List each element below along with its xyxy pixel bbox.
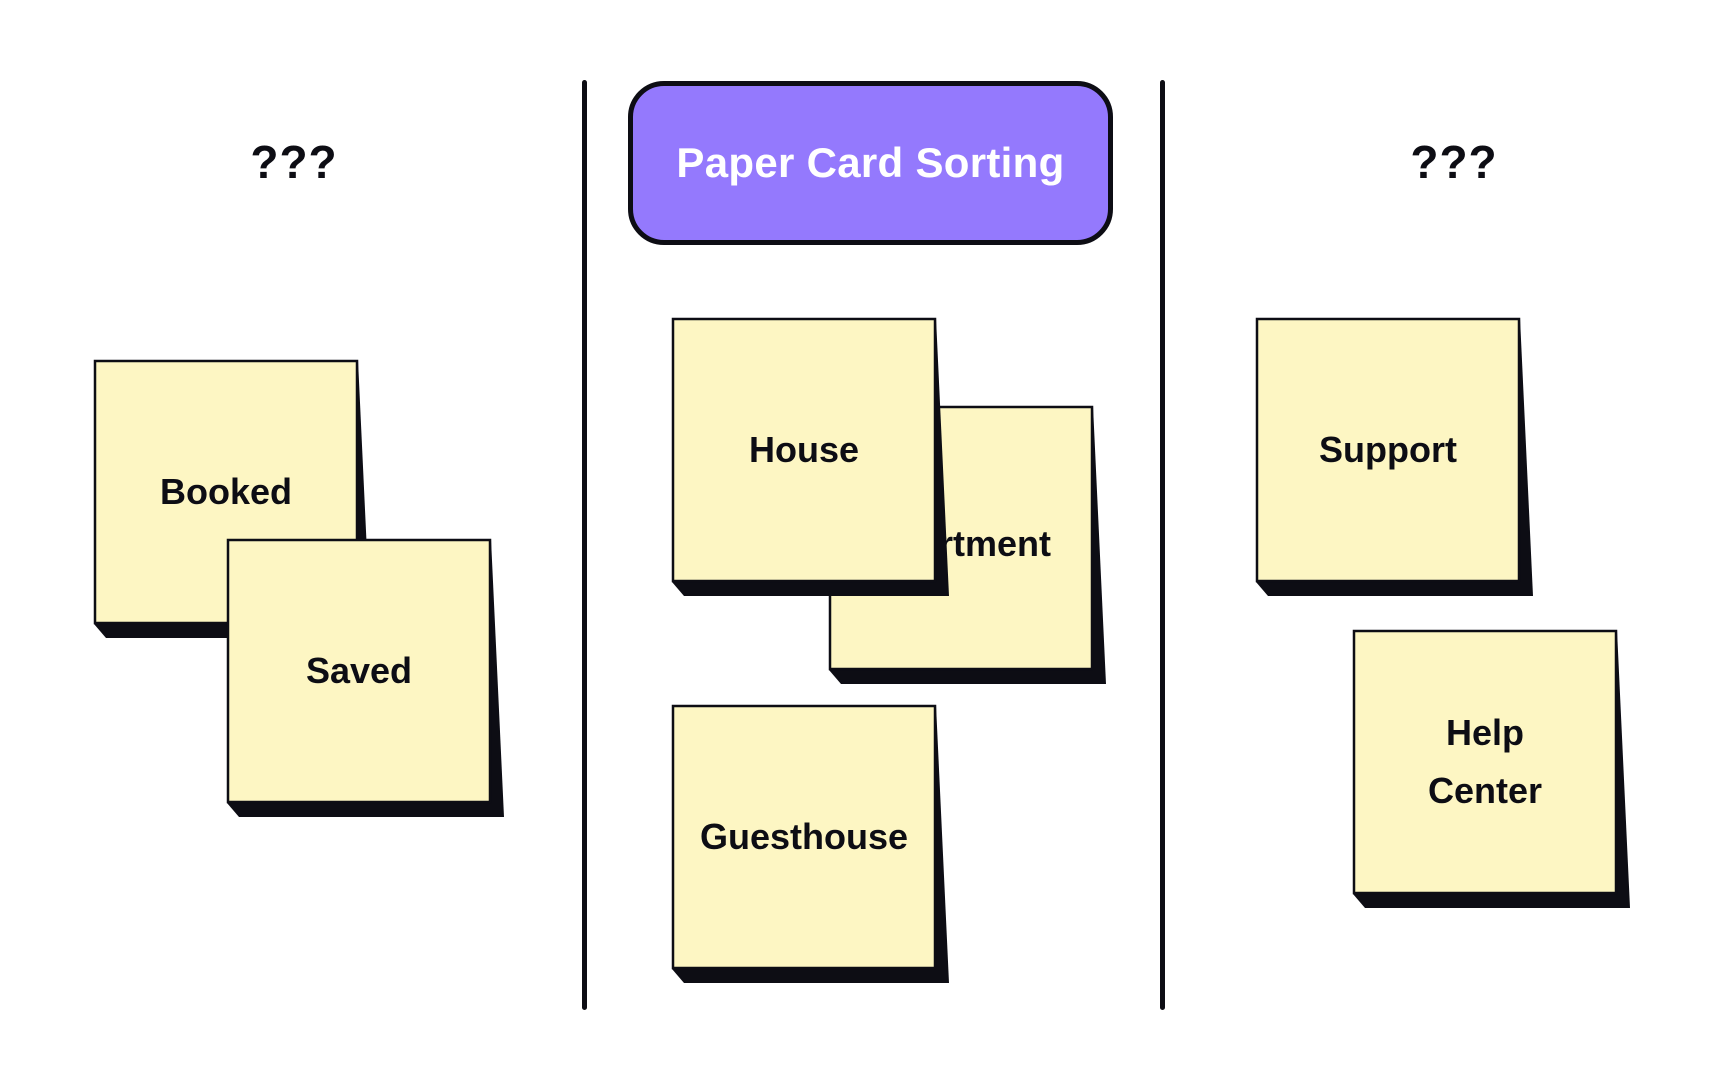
sticky-card-saved[interactable]: Saved <box>226 538 504 817</box>
sticky-card-label: House <box>748 429 860 470</box>
sticky-card-label: Support <box>1319 429 1457 470</box>
column-divider-right <box>1160 80 1165 1010</box>
sticky-card-label: Saved <box>305 650 413 691</box>
right-column-title: ??? <box>1410 136 1498 188</box>
sticky-note-shape <box>226 538 504 817</box>
sticky-note-body <box>1255 317 1521 583</box>
sticky-note-body <box>226 538 492 804</box>
sticky-note-shape <box>1255 317 1533 596</box>
sticky-note-body <box>671 704 937 970</box>
board-title: Paper Card Sorting <box>628 81 1113 245</box>
sticky-card-label: Booked <box>159 471 292 512</box>
sticky-note-shape <box>1352 629 1630 908</box>
sticky-note-body <box>1352 629 1618 895</box>
sticky-note-body <box>671 317 937 583</box>
sticky-card-house[interactable]: House <box>671 317 949 596</box>
column-divider-left <box>582 80 587 1010</box>
sticky-card-label: Help Center <box>1427 712 1543 811</box>
left-column-title: ??? <box>250 136 338 188</box>
sticky-card-support[interactable]: Support <box>1255 317 1533 596</box>
sticky-card-guesthouse[interactable]: Guesthouse <box>671 704 949 983</box>
sticky-card-help-center[interactable]: Help Center <box>1352 629 1630 908</box>
sticky-note-shape <box>671 317 949 596</box>
sticky-note-shape <box>671 704 949 983</box>
sticky-card-label: Guesthouse <box>699 816 909 857</box>
